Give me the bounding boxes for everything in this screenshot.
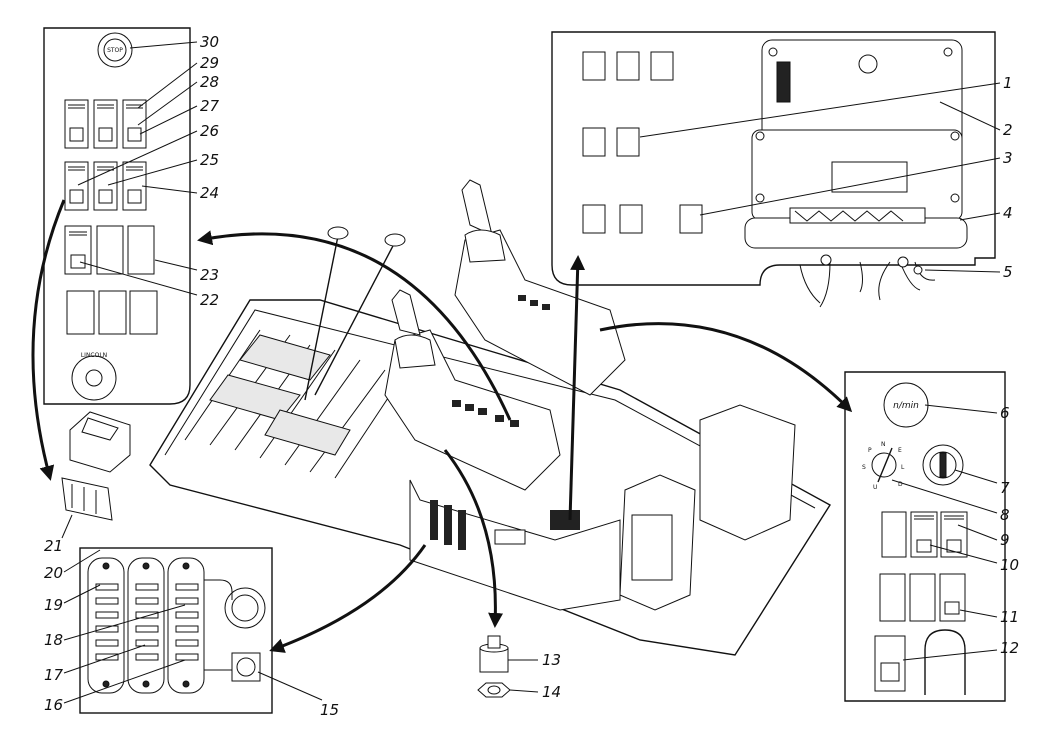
callout-21: 21 bbox=[44, 537, 63, 555]
callout-8: 8 bbox=[1000, 506, 1010, 524]
fuse-box bbox=[79, 547, 273, 714]
callout-25: 25 bbox=[200, 151, 219, 169]
callout-12: 12 bbox=[1000, 639, 1019, 657]
left-switch-panel: STOP bbox=[43, 27, 191, 405]
switch-pos-n: N bbox=[881, 441, 886, 448]
fuse-block-1 bbox=[87, 557, 125, 694]
base-plate bbox=[149, 299, 831, 656]
relay-board bbox=[551, 31, 996, 308]
callout-6: 6 bbox=[1000, 404, 1010, 422]
callout-4: 4 bbox=[1003, 204, 1013, 222]
console-assembly bbox=[149, 179, 831, 656]
callout-29: 29 bbox=[200, 54, 219, 72]
callout-27: 27 bbox=[200, 97, 220, 115]
callout-14: 14 bbox=[542, 683, 561, 701]
callout-7: 7 bbox=[1000, 479, 1010, 497]
callout-labels: 30 29 28 27 26 25 24 23 22 1 2 3 4 5 6 7… bbox=[44, 33, 1019, 719]
callout-19: 19 bbox=[44, 596, 63, 614]
callout-1: 1 bbox=[1003, 74, 1013, 92]
switch-row-2 bbox=[64, 161, 147, 211]
callout-3: 3 bbox=[1003, 149, 1013, 167]
switch-row-1 bbox=[64, 99, 147, 149]
sensor-13 bbox=[479, 635, 509, 673]
callout-11: 11 bbox=[1000, 608, 1019, 626]
callout-10: 10 bbox=[1000, 556, 1019, 574]
callout-26: 26 bbox=[200, 122, 219, 140]
switch-pos-d: D bbox=[898, 481, 903, 488]
fuse-block-2 bbox=[127, 557, 165, 694]
callout-17: 17 bbox=[44, 666, 64, 684]
knob-label: LINCOLN bbox=[81, 352, 107, 359]
switch-pos-l: L bbox=[901, 464, 905, 471]
callout-2: 2 bbox=[1003, 121, 1013, 139]
leader-lines bbox=[61, 41, 1001, 704]
callout-28: 28 bbox=[200, 73, 219, 91]
switch-pos-p: P bbox=[868, 447, 872, 454]
callout-22: 22 bbox=[200, 291, 219, 309]
callout-15: 15 bbox=[320, 701, 339, 719]
fuse-block-3 bbox=[167, 557, 205, 694]
callout-18: 18 bbox=[44, 631, 63, 649]
relays bbox=[582, 51, 703, 234]
callout-5: 5 bbox=[1003, 263, 1013, 281]
callout-30: 30 bbox=[200, 33, 219, 51]
rocker-switch-21 bbox=[61, 411, 131, 521]
switch-row-3 bbox=[64, 225, 155, 275]
blank-plugs bbox=[66, 290, 158, 335]
pointer-arrows bbox=[31, 199, 853, 653]
right-switch-panel: n/min P N E S L U D bbox=[844, 371, 1006, 702]
stop-label: STOP bbox=[107, 47, 123, 54]
switch-pos-u: U bbox=[873, 484, 877, 491]
switch-pos-e: E bbox=[898, 447, 902, 454]
callout-20: 20 bbox=[44, 564, 63, 582]
callout-13: 13 bbox=[542, 651, 561, 669]
switch-pos-s: S bbox=[862, 464, 866, 471]
callout-16: 16 bbox=[44, 696, 63, 714]
ignition-switch bbox=[871, 452, 897, 478]
callout-24: 24 bbox=[200, 184, 219, 202]
nut-14 bbox=[477, 682, 511, 698]
callout-9: 9 bbox=[1000, 531, 1010, 549]
callout-23: 23 bbox=[200, 266, 219, 284]
rpm-label: n/min bbox=[893, 401, 919, 411]
